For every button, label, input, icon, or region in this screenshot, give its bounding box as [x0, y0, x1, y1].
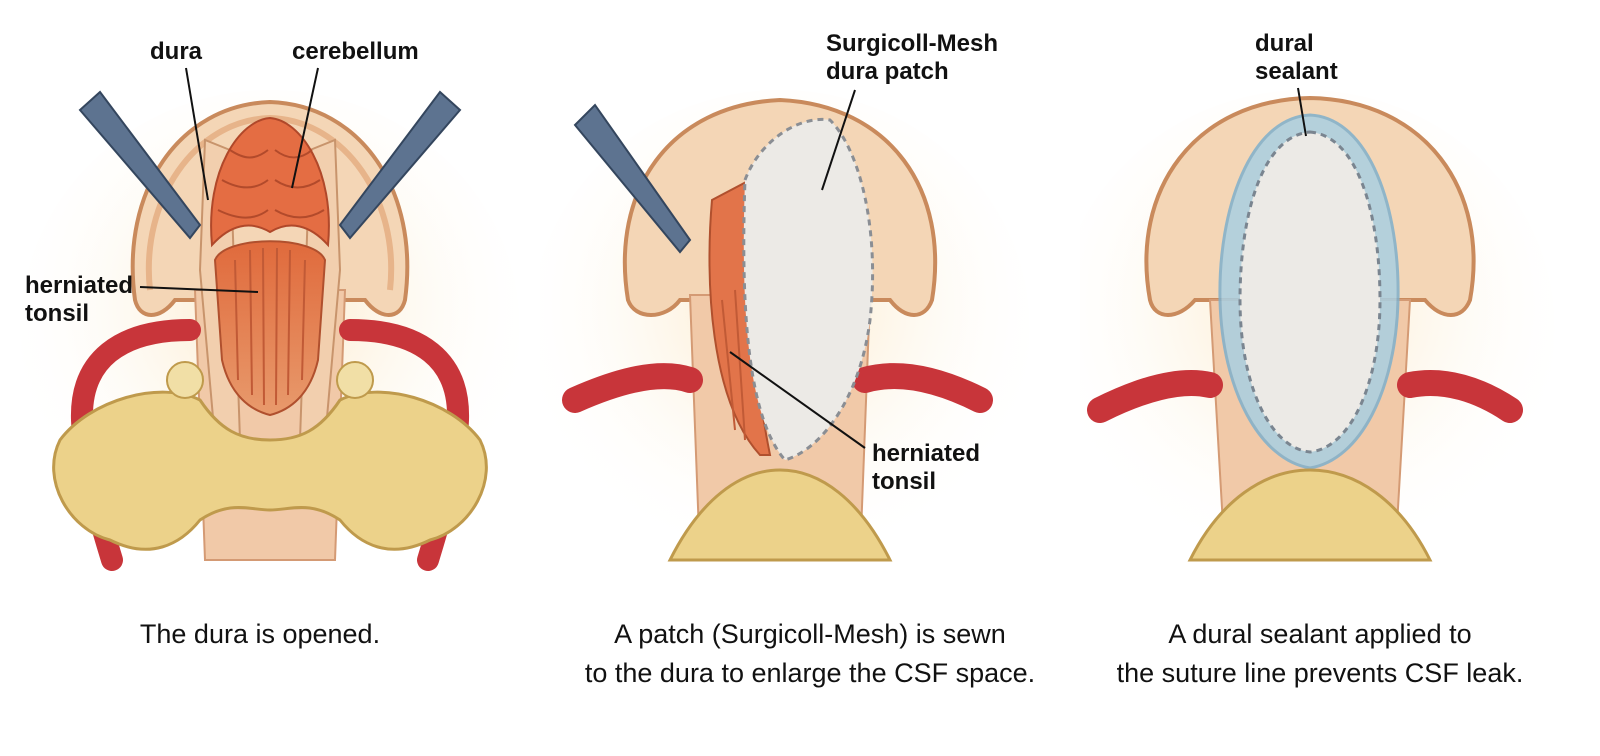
panel-dural-sealant: dural sealant A dural sealant applied to…	[1080, 0, 1600, 756]
vertebral-artery-left	[1087, 370, 1223, 423]
retractor-left	[573, 103, 692, 254]
panel-dura-opened: dura cerebellum herniated tonsil The dur…	[0, 0, 540, 756]
panel-patch-sewn: Surgicoll-Mesh dura patch herniated tons…	[540, 0, 1080, 756]
label-herniated-tonsil: herniated tonsil	[25, 272, 134, 327]
caption-patch-sewn: A patch (Surgicoll-Mesh) is sewn to the …	[584, 619, 1036, 688]
label-dural-sealant: dural sealant	[1255, 30, 1338, 85]
tonsil-mass	[213, 240, 327, 417]
dura-patch	[1238, 130, 1382, 454]
label-herniated-tonsil: herniated tonsil	[872, 440, 981, 495]
label-dura: dura	[150, 38, 203, 65]
dura-patch	[742, 117, 875, 462]
vertebral-artery-right	[1397, 370, 1523, 423]
label-dura-patch: Surgicoll-Mesh dura patch	[826, 30, 999, 85]
retractor-right	[338, 90, 462, 240]
retractor-left	[78, 90, 202, 240]
atlas-bone	[667, 468, 893, 562]
vertebral-artery-right	[852, 363, 993, 413]
dural-sealant-illustration	[1080, 87, 1555, 570]
label-cerebellum: cerebellum	[292, 38, 419, 65]
dura-opened-illustration	[20, 67, 520, 571]
caption-dural-sealant: A dural sealant applied to the suture li…	[1116, 619, 1524, 688]
patch-sewn-illustration	[540, 89, 1030, 570]
atlas-bone	[1187, 468, 1433, 562]
atlas-bone	[52, 390, 488, 551]
caption-dura-opened: The dura is opened.	[139, 619, 381, 649]
vertebral-artery-left	[562, 363, 703, 413]
